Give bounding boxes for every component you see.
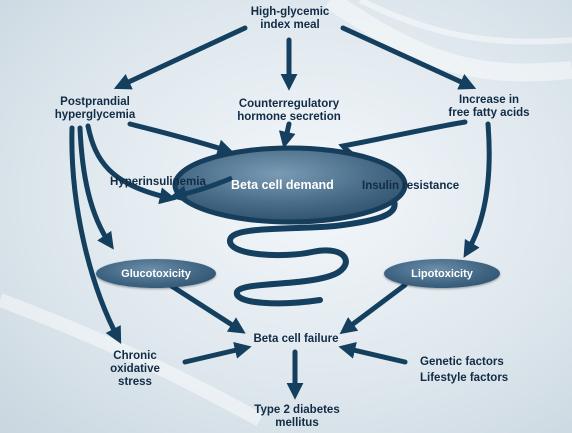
arrow-postprandial-to-hyperinsulinemia: [85, 123, 177, 205]
arrow-ffa-to-lipotoxicity: [463, 121, 492, 258]
arrow-postprandial-to-glucotoxicity: [77, 125, 114, 250]
node-lifestyle-factors: Lifestyle factors: [420, 372, 509, 384]
background-decoration: [0, 0, 572, 420]
node-hyperinsulinemia: Hyperinsulinemia: [110, 176, 206, 188]
beta-cell-spiral: [227, 195, 398, 307]
arrow-postprandial-to-oxidative: [69, 125, 122, 345]
arrow-postprandial-to-demand: [127, 121, 235, 156]
arrow-meal-to-ffa: [340, 25, 477, 90]
arrow-oxidative-to-failure: [182, 342, 252, 365]
arrow-glucotoxicity-to-failure: [167, 282, 246, 334]
node-beta-cell-demand: Beta cell demand: [231, 178, 334, 192]
node-insulin-resistance: Insulin resistance: [362, 180, 460, 192]
node-beta-cell-failure: Beta cell failure: [253, 333, 339, 345]
arrow-factors-to-failure: [338, 342, 408, 365]
arrow-counterregulatory-to-demand: [278, 121, 296, 149]
node-genetic-factors: Genetic factors: [420, 356, 504, 368]
beta-cell-demand-ellipse: [172, 145, 408, 225]
node-lipotoxicity: Lipotoxicity: [384, 259, 500, 288]
arrow-hyperinsulinemia-loop: [169, 175, 233, 203]
arrow-meal-to-postprandial: [113, 25, 248, 90]
node-glucotoxicity: Glucotoxicity: [96, 259, 216, 288]
arrow-lipotoxicity-to-failure: [339, 282, 408, 335]
